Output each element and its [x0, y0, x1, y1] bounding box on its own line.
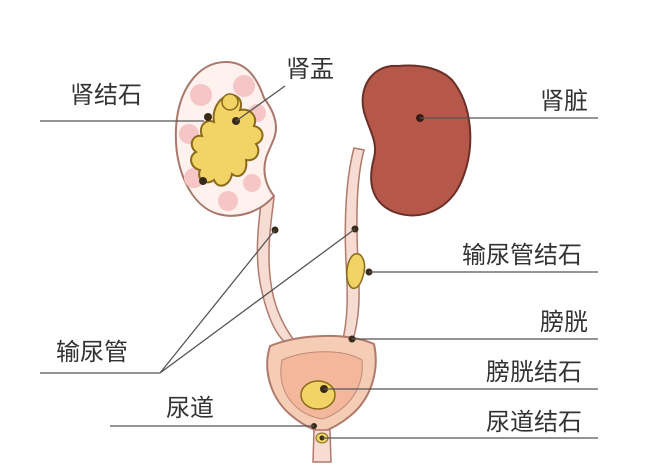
label-urethral-stone: 尿道结石: [486, 408, 582, 436]
bladder-stone: [300, 380, 336, 410]
pink-lobe: [190, 84, 212, 106]
leader-ureter-left: [159, 229, 276, 374]
leader-ureter-right: [159, 228, 356, 374]
label-bladder-stone: 膀胱结石: [486, 358, 582, 386]
stone-marker: [204, 113, 212, 121]
right-ureter: [341, 147, 365, 344]
ureteral-stone: [346, 253, 366, 290]
cut-kidney: [174, 60, 278, 217]
label-ureteral-stone: 输尿管结石: [462, 241, 582, 269]
calyx-stone: [221, 93, 239, 111]
label-ureter: 输尿管: [56, 338, 128, 366]
pink-lobe: [243, 174, 261, 192]
staghorn-stone: [190, 94, 264, 187]
label-kidney: 肾脏: [540, 87, 588, 115]
label-kidney-stone: 肾结石: [70, 81, 142, 109]
pink-lobe: [233, 75, 255, 97]
left-ureter: [256, 195, 298, 344]
pink-lobe: [218, 191, 238, 211]
label-bladder: 膀胱: [540, 308, 588, 336]
kidney-shape: [361, 64, 472, 217]
stone-marker: [199, 177, 207, 185]
label-urethra: 尿道: [166, 394, 214, 422]
leader-renal-pelvis: [235, 85, 286, 122]
label-renal-pelvis: 肾盂: [286, 55, 334, 83]
